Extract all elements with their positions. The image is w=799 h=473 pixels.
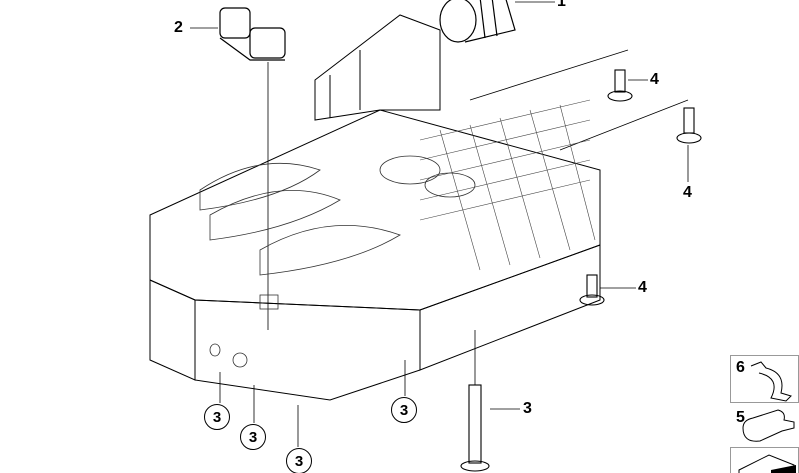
circled-callout-3: 3 (286, 448, 312, 473)
callout-2: 2 (174, 19, 183, 36)
inset-number: 5 (736, 409, 745, 426)
pad-icon (738, 454, 796, 473)
callout-4: 4 (683, 184, 692, 201)
callout-4: 4 (638, 279, 647, 296)
callout-text: 3 (294, 452, 304, 470)
callout-4: 4 (650, 71, 659, 88)
clip-icon (750, 361, 792, 402)
part-2-plug (219, 7, 286, 61)
valve-body (149, 14, 601, 401)
inset-part-6: 6 (730, 355, 799, 403)
callout-3: 3 (523, 400, 532, 417)
callout-1: 1 (557, 0, 566, 10)
bolts-4 (579, 69, 702, 306)
circled-callout-3: 3 (240, 424, 266, 450)
bolt-3 (460, 384, 490, 472)
connector-icon (742, 409, 795, 442)
part-1-seal (439, 0, 516, 43)
callout-text: 3 (399, 401, 409, 419)
leader-lines (190, 1, 689, 447)
inset-part-5: 5 (730, 405, 799, 445)
callout-text: 3 (212, 408, 222, 426)
inset-number: 6 (736, 359, 745, 376)
circled-callout-3: 3 (204, 404, 230, 430)
callout-text: 3 (248, 428, 258, 446)
inset-part-pad (730, 447, 799, 473)
circled-callout-3: 3 (391, 397, 417, 423)
